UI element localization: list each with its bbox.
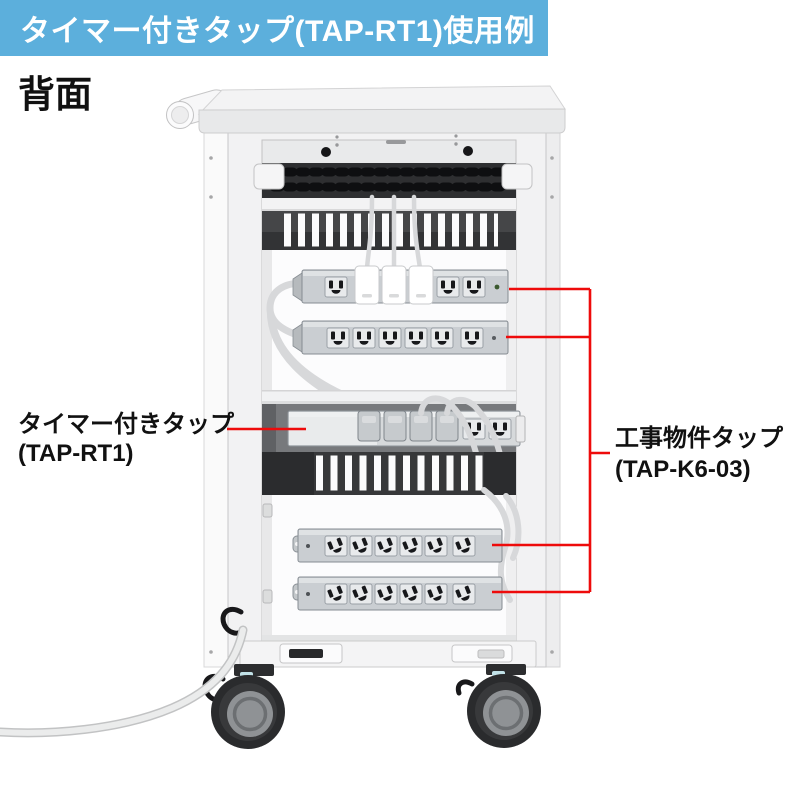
ac-adapter	[381, 265, 407, 305]
timer-tap-label-line1: タイマー付きタップ	[18, 411, 234, 438]
cable-management-bar	[253, 163, 533, 198]
ac-adapter	[354, 265, 380, 305]
top-inner-panel	[321, 140, 473, 157]
power-cord	[0, 625, 248, 738]
construction-tap-label-line1: 工事物件タップ	[615, 425, 783, 452]
construction-tap-label-line2: (TAP-K6-03)	[615, 456, 751, 483]
power-strip-top-2	[292, 320, 509, 355]
shelf-top	[262, 198, 516, 211]
timer-tap-label-line2: (TAP-RT1)	[18, 440, 134, 467]
strip-led	[494, 284, 500, 290]
plug	[383, 410, 407, 442]
page-title: タイマー付きタップ(TAP-RT1)使用例	[20, 15, 535, 48]
right-cable-clip	[501, 163, 533, 190]
vent-band-lower	[262, 452, 516, 495]
left-cable-clip	[253, 163, 285, 190]
caster-right	[465, 664, 543, 750]
header-banner: タイマー付きタップ(TAP-RT1)使用例	[0, 0, 548, 56]
view-label: 背面	[18, 74, 92, 115]
power-cables-lower	[481, 487, 522, 603]
cart-base	[239, 635, 537, 668]
cart-left-side-panel	[203, 127, 231, 668]
vent-band-upper	[262, 211, 516, 250]
power-strip-top-1	[292, 265, 509, 305]
plug	[357, 410, 381, 442]
timer-tap-label: タイマー付きタップ (TAP-RT1)	[18, 410, 234, 468]
shelf-middle	[262, 390, 516, 404]
construction-tap-label: 工事物件タップ (TAP-K6-03)	[615, 423, 783, 485]
strip-led	[492, 336, 496, 340]
callout-lines	[227, 287, 610, 594]
ac-adapter	[408, 265, 434, 305]
cart-top	[197, 85, 566, 134]
power-strip-bottom-1	[292, 528, 503, 563]
charging-cart	[0, 85, 566, 751]
upper-strip-panel	[262, 194, 516, 417]
timer-tap-row	[262, 395, 526, 499]
callout-line-construction-tap	[492, 287, 610, 594]
caster-left	[209, 664, 287, 751]
power-strip-bottom-2	[292, 576, 503, 611]
lower-strip-panel	[262, 487, 522, 635]
